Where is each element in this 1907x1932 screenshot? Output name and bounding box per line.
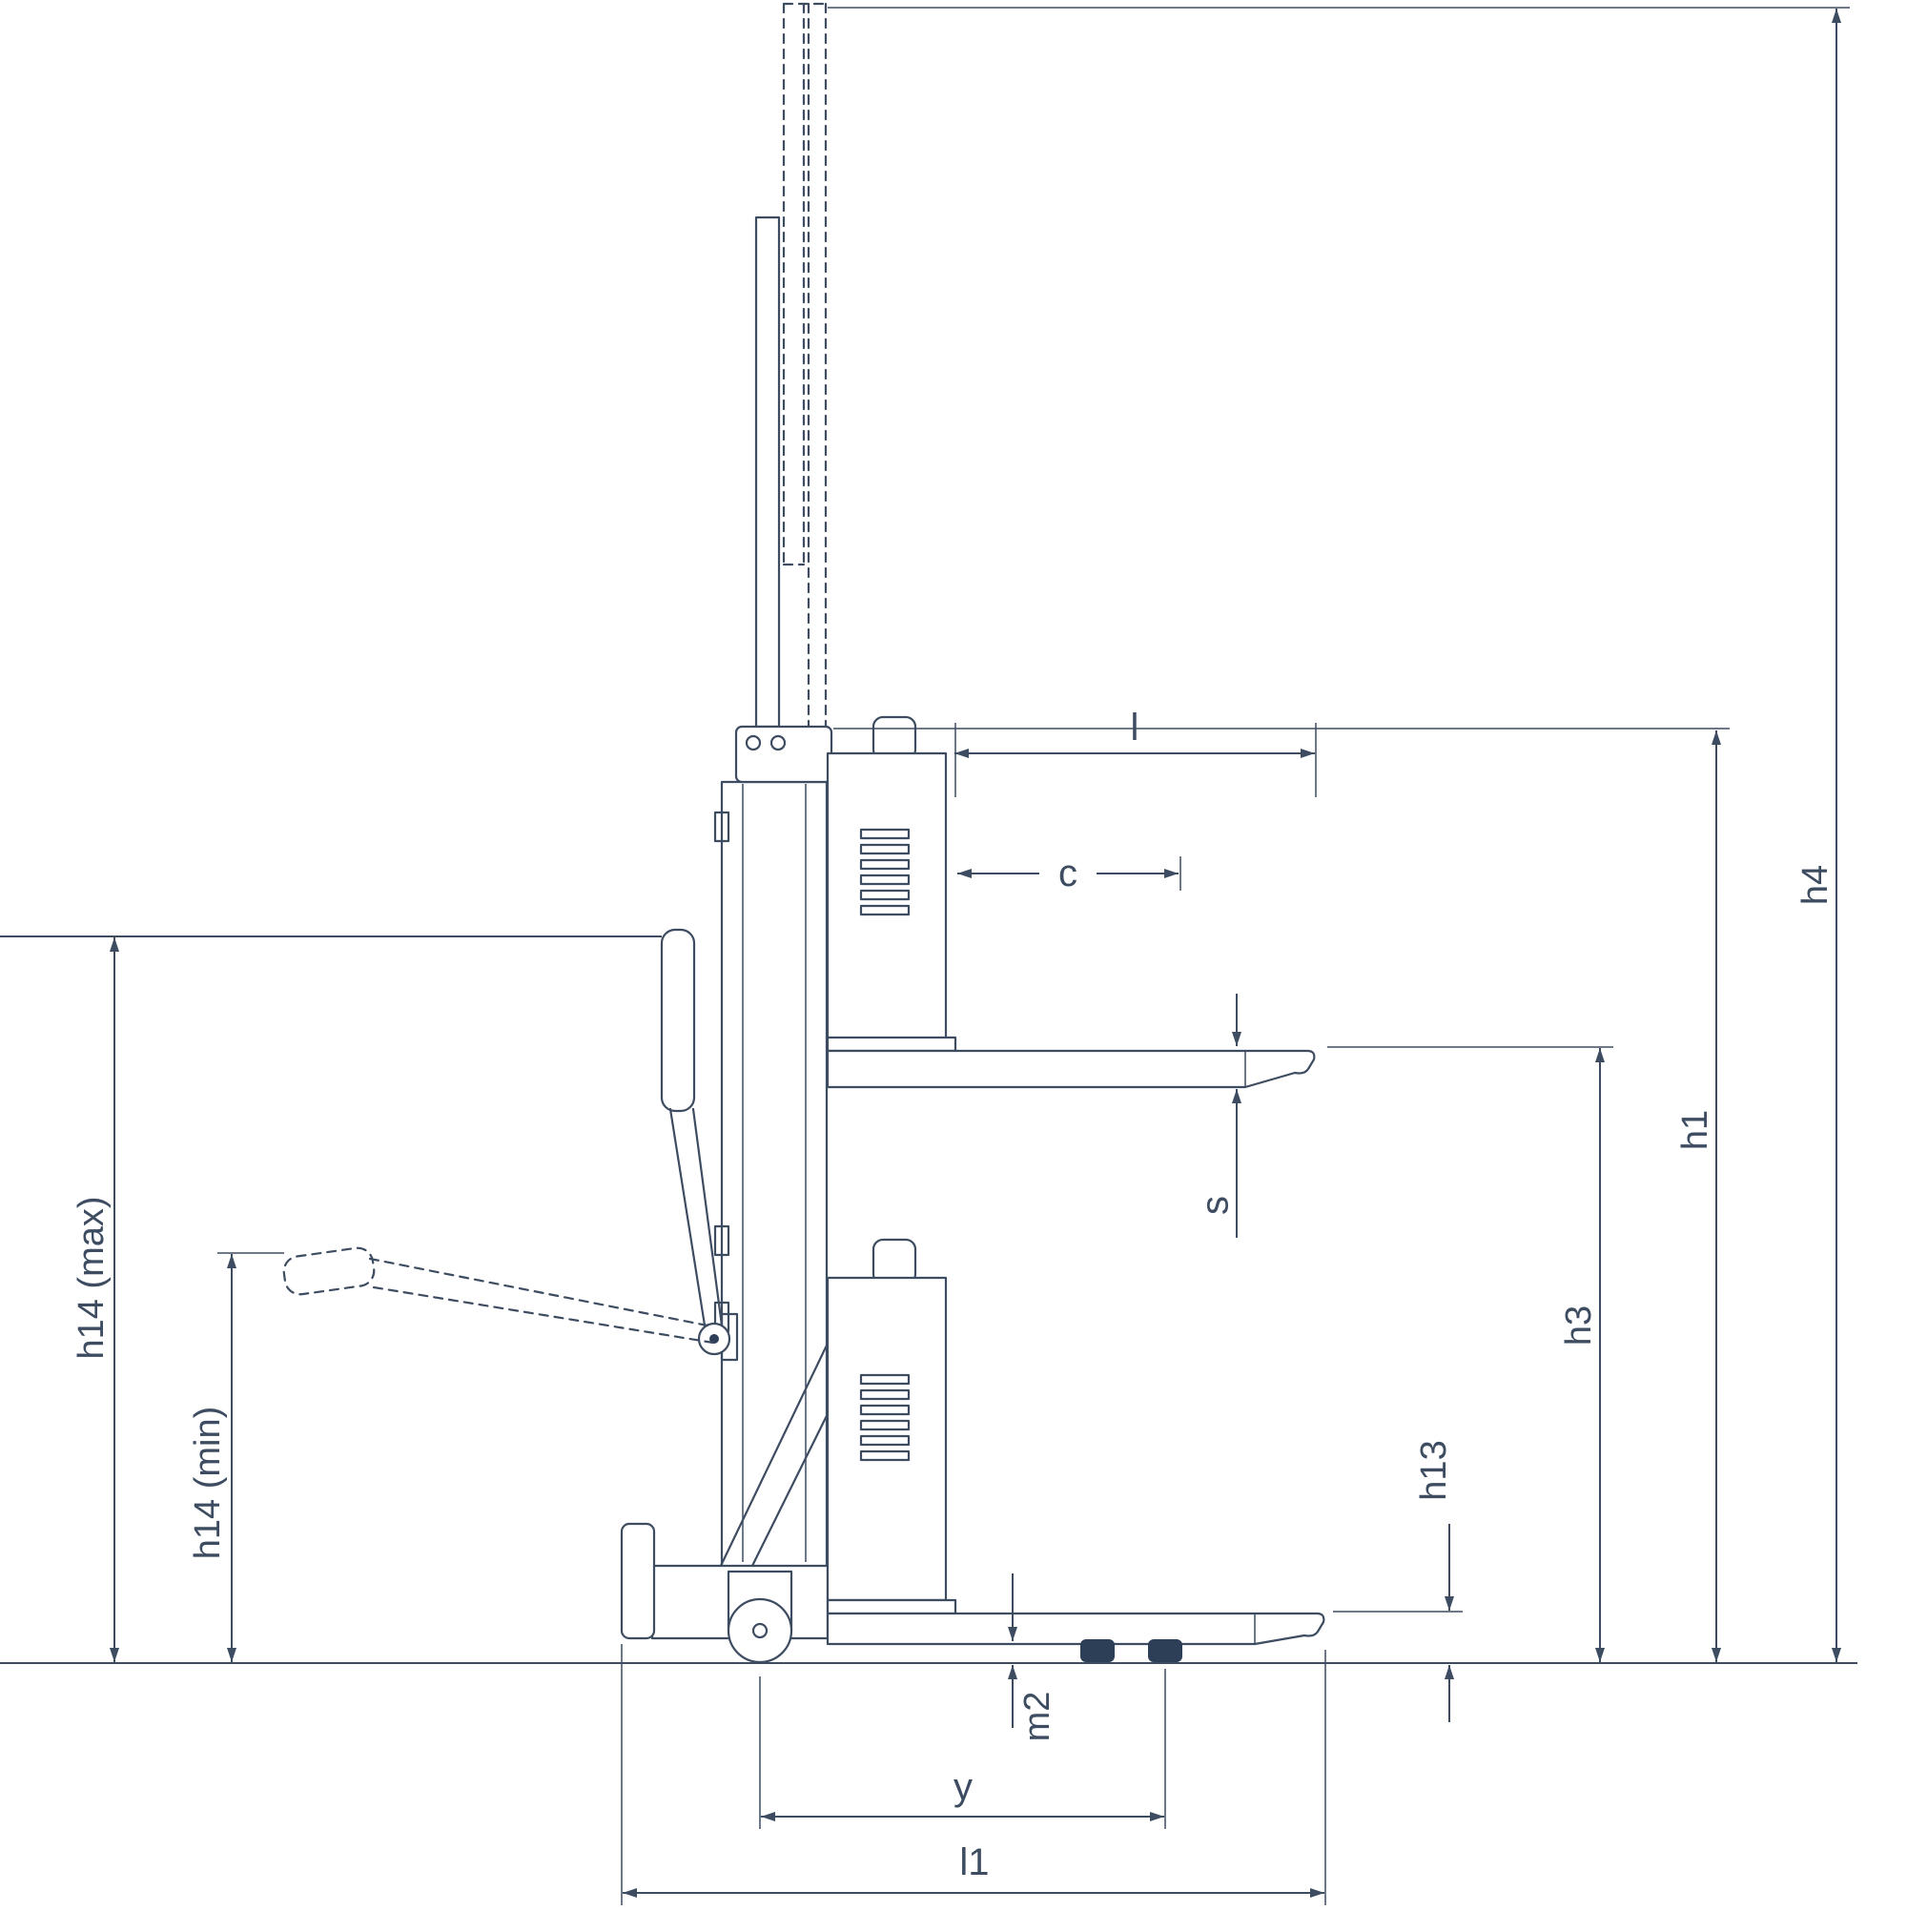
lower-fork [826,1612,1325,1646]
dimension-label-h14-max: h14 (max) [72,1196,112,1359]
chassis [620,1326,862,1664]
dimension-s: s [1195,994,1241,1238]
dimension-h14-min: h14 (min) [188,1254,236,1662]
mast-guide-tab [713,1224,730,1257]
dimension-h4: h4 [828,7,1850,1662]
dimension-label-c: c [1058,853,1077,894]
reference-lines [0,935,1857,1664]
dimension-l1: l1 [621,1644,1326,1905]
load-rollers [1080,1639,1182,1662]
handle-min-position-dashed [282,1246,715,1345]
dimension-y: y [759,1669,1166,1829]
mast [713,780,829,1637]
dimension-label-h3: h3 [1559,1305,1599,1346]
dimension-label-s: s [1195,1196,1237,1215]
inner-mast-rail [754,216,781,729]
wheel-hub [751,1622,769,1639]
dimension-label-h14-min: h14 (min) [188,1407,228,1560]
dimension-h3: h3 [1327,1046,1613,1662]
dimension-c: c [957,853,1181,894]
backrest-grille [859,1373,911,1462]
dimension-label-h1: h1 [1675,1110,1715,1150]
load-roller [1080,1639,1115,1662]
handle-grip-dashed [282,1246,376,1296]
carriage-plate [826,1036,957,1053]
load-roller [1148,1639,1182,1662]
mast-guide-tab [713,811,730,843]
handle-grip [660,928,696,1113]
lower-carriage [826,1238,1325,1662]
dimension-label-l1: l1 [959,1841,989,1883]
mast-extension-dashed [782,2,828,729]
dimension-l: l [954,707,1317,797]
dimension-label-h13: h13 [1414,1440,1454,1500]
machine-outline [282,2,1325,1664]
dimension-h13: h13 [1333,1440,1463,1722]
dimension-label-l: l [1131,707,1139,749]
mast-top-cap [734,725,833,784]
dimension-label-y: y [954,1766,973,1808]
dimension-label-h4: h4 [1795,865,1835,905]
load-backrest [826,1276,948,1602]
dimension-h14-max: h14 (max) [72,937,119,1662]
backrest-grille [859,828,911,916]
dimension-label-m2: m2 [1017,1692,1057,1742]
rear-foot [620,1522,656,1640]
load-backrest [826,751,948,1041]
dimension-h1: h1 [833,728,1730,1662]
pulley-icon [769,734,787,751]
lift-brace [718,1326,837,1570]
steer-wheel [727,1597,793,1664]
upper-carriage [826,715,1316,1089]
dimension-m2: m2 [1008,1573,1057,1742]
handle-max-position [660,928,739,1362]
upper-fork [826,1049,1316,1089]
carriage-plate [826,1598,957,1615]
pulley-icon [745,734,762,751]
